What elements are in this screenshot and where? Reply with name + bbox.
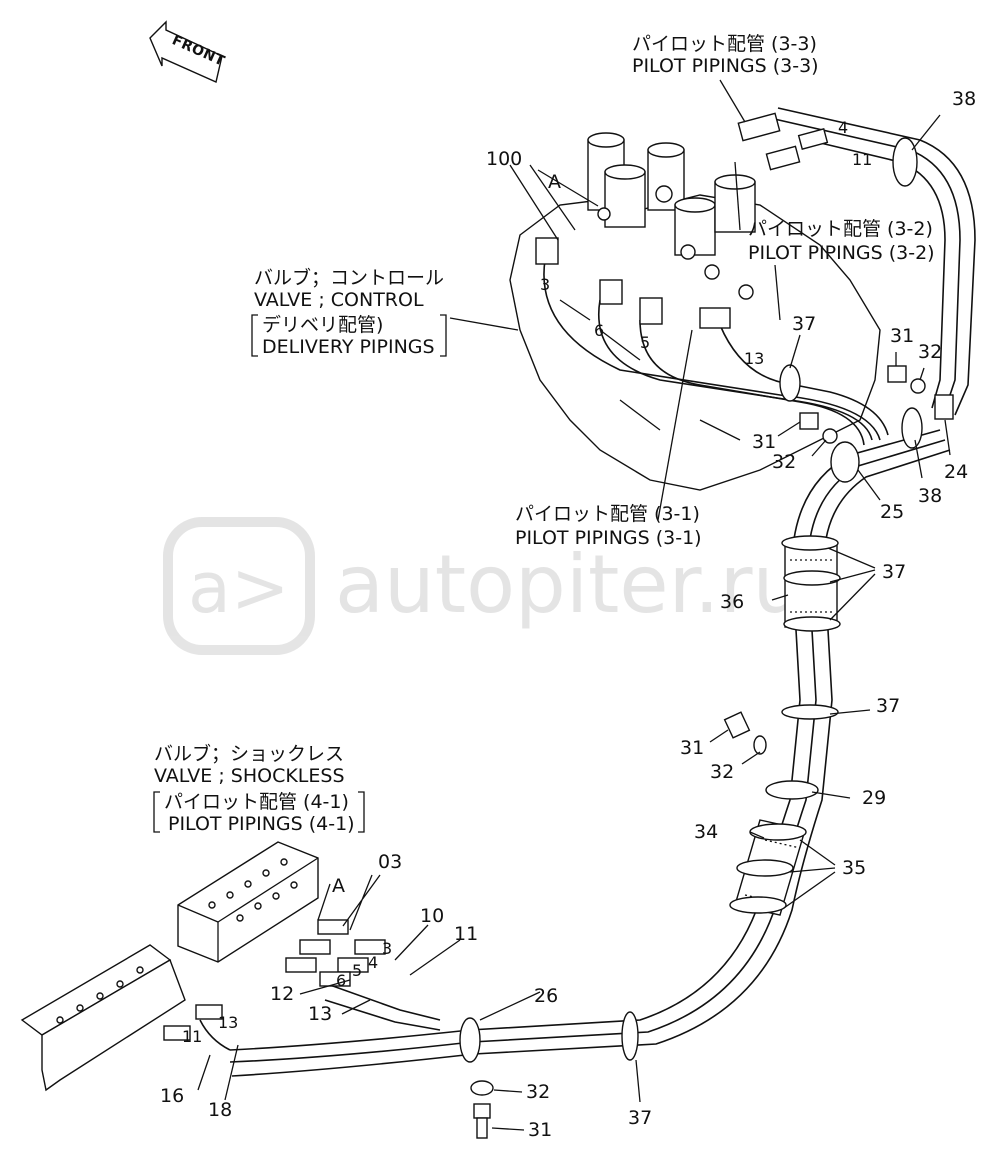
label-control-valve-en: VALVE ; CONTROL — [254, 289, 424, 311]
label-shockless-valve-sub-en: PILOT PIPINGS (4-1) — [168, 813, 355, 835]
callout-6-b: 6 — [336, 971, 346, 990]
label-pilot-3-2-jp: パイロット配管 (3-2) — [748, 218, 933, 240]
bracket — [20, 944, 186, 1092]
label-shockless-valve-sub-jp: パイロット配管 (4-1) — [164, 791, 349, 813]
label-pilot-3-3-en: PILOT PIPINGS (3-3) — [632, 55, 819, 77]
label-shockless-valve-en: VALVE ; SHOCKLESS — [154, 765, 345, 787]
callout-35: 35 — [842, 857, 866, 879]
label-pilot-3-1: パイロット配管 (3-1) PILOT PIPINGS (3-1) — [515, 503, 702, 549]
protector-36 — [784, 544, 838, 628]
shockless-valve — [177, 841, 319, 963]
label-shockless-valve: バルブ；ショックレス VALVE ; SHOCKLESS パイロット配管 (4-… — [153, 742, 365, 835]
callout-A-b: A — [332, 875, 345, 897]
label-control-valve-sub-en: DELIVERY PIPINGS — [262, 336, 435, 358]
label-pilot-3-2: パイロット配管 (3-2) PILOT PIPINGS (3-2) — [748, 218, 935, 264]
callout-37-d: 37 — [628, 1107, 652, 1129]
callout-6: 6 — [594, 321, 604, 340]
clamps — [459, 137, 954, 1063]
callout-37-b: 37 — [882, 561, 906, 583]
label-pilot-3-1-en: PILOT PIPINGS (3-1) — [515, 527, 702, 549]
callout-29: 29 — [862, 787, 886, 809]
callout-11-b: 11 — [454, 923, 478, 945]
control-valve-body — [509, 132, 881, 491]
callout-5: 5 — [640, 333, 650, 352]
front-arrow: FRONT — [149, 20, 227, 83]
callout-31-c: 31 — [680, 737, 704, 759]
callout-03: 03 — [378, 851, 402, 873]
callout-37-c: 37 — [876, 695, 900, 717]
callout-34: 34 — [694, 821, 718, 843]
callout-13-b: 13 — [308, 1003, 332, 1025]
callout-5-b: 5 — [352, 961, 362, 980]
label-shockless-valve-jp: バルブ；ショックレス — [154, 742, 344, 765]
callouts: 38 100 A 4 11 3 6 5 37 13 31 32 31 32 24… — [160, 88, 976, 1141]
callout-38: 38 — [952, 88, 976, 110]
callout-11-c: 11 — [182, 1027, 202, 1046]
callout-3-b: 3 — [382, 939, 392, 958]
callout-25: 25 — [880, 501, 904, 523]
svg-text:a>: a> — [188, 547, 290, 629]
callout-11: 11 — [852, 150, 872, 169]
callout-31: 31 — [890, 325, 914, 347]
callout-31-d: 31 — [528, 1119, 552, 1141]
shockless-fittings — [163, 919, 386, 1041]
callout-38-b: 38 — [918, 485, 942, 507]
callout-13: 13 — [744, 349, 764, 368]
callout-26: 26 — [534, 985, 558, 1007]
callout-18: 18 — [208, 1099, 232, 1121]
watermark-text: autopiter.ru — [335, 538, 803, 631]
label-control-valve-jp: バルブ；コントロール — [254, 266, 444, 289]
callout-A: A — [548, 171, 561, 193]
label-pilot-3-2-en: PILOT PIPINGS (3-2) — [748, 242, 935, 264]
callout-10: 10 — [420, 905, 444, 927]
callout-36: 36 — [720, 591, 744, 613]
label-pilot-3-3: パイロット配管 (3-3) PILOT PIPINGS (3-3) — [632, 33, 819, 77]
callout-32-c: 32 — [710, 761, 734, 783]
callout-32-d: 32 — [526, 1081, 550, 1103]
label-pilot-3-1-jp: パイロット配管 (3-1) — [515, 503, 700, 525]
leader-lines — [197, 79, 951, 1131]
watermark: a> autopiter.ru — [163, 517, 803, 655]
callout-3: 3 — [540, 275, 550, 294]
callout-24: 24 — [944, 461, 968, 483]
callout-13-c: 13 — [218, 1013, 238, 1032]
callout-4-b: 4 — [368, 953, 378, 972]
callout-16: 16 — [160, 1085, 184, 1107]
callout-32: 32 — [918, 341, 942, 363]
label-control-valve-sub-jp: デリベリ配管) — [262, 314, 383, 336]
callout-37: 37 — [792, 313, 816, 335]
label-pilot-3-3-jp: パイロット配管 (3-3) — [632, 33, 817, 55]
callout-31-b: 31 — [752, 431, 776, 453]
bolts-washers — [470, 365, 926, 1139]
label-control-valve: バルブ；コントロール VALVE ; CONTROL デリベリ配管) DELIV… — [251, 266, 447, 358]
callout-12: 12 — [270, 983, 294, 1005]
callout-100: 100 — [486, 148, 522, 170]
callout-4: 4 — [838, 118, 848, 137]
callout-32-b: 32 — [772, 451, 796, 473]
